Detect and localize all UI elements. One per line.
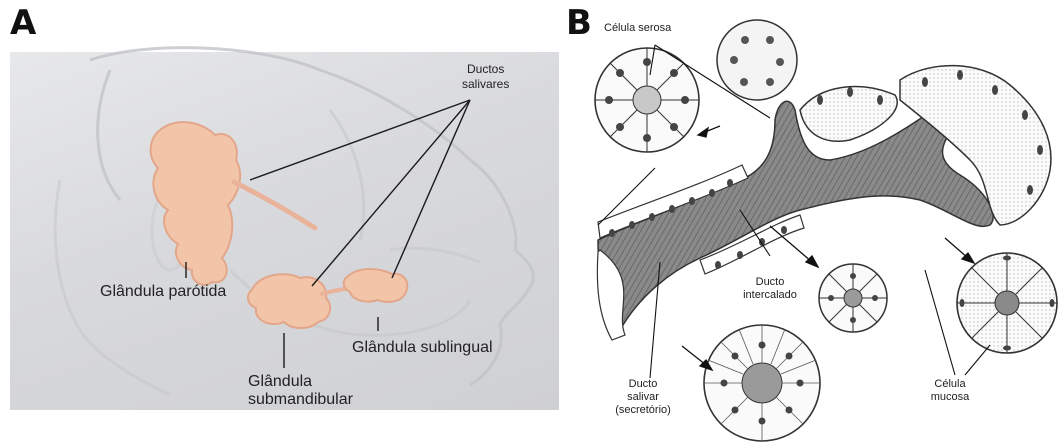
celula-serosa-label: Célula serosa bbox=[604, 22, 671, 35]
intercalated-duct-cross-section bbox=[819, 264, 887, 332]
salivary-duct-cross-section bbox=[704, 325, 820, 441]
serous-acinus-top bbox=[717, 20, 797, 100]
ducto-salivar-line1: Ducto bbox=[610, 378, 676, 391]
celula-mucosa-line2: mucosa bbox=[922, 391, 978, 404]
ducto-salivar-line3: (secretório) bbox=[610, 404, 676, 417]
ducto-intercalado-line1: Ducto bbox=[740, 276, 800, 289]
ducto-intercalado-line2: intercalado bbox=[740, 289, 800, 302]
ducto-intercalado-label: Ducto intercalado bbox=[740, 276, 800, 302]
mucous-acinus-cross-section bbox=[957, 253, 1057, 353]
ducto-salivar-label: Ducto salivar (secretório) bbox=[610, 378, 676, 418]
ducto-salivar-line2: salivar bbox=[610, 391, 676, 404]
celula-mucosa-label: Célula mucosa bbox=[922, 378, 978, 404]
celula-mucosa-line1: Célula bbox=[922, 378, 978, 391]
